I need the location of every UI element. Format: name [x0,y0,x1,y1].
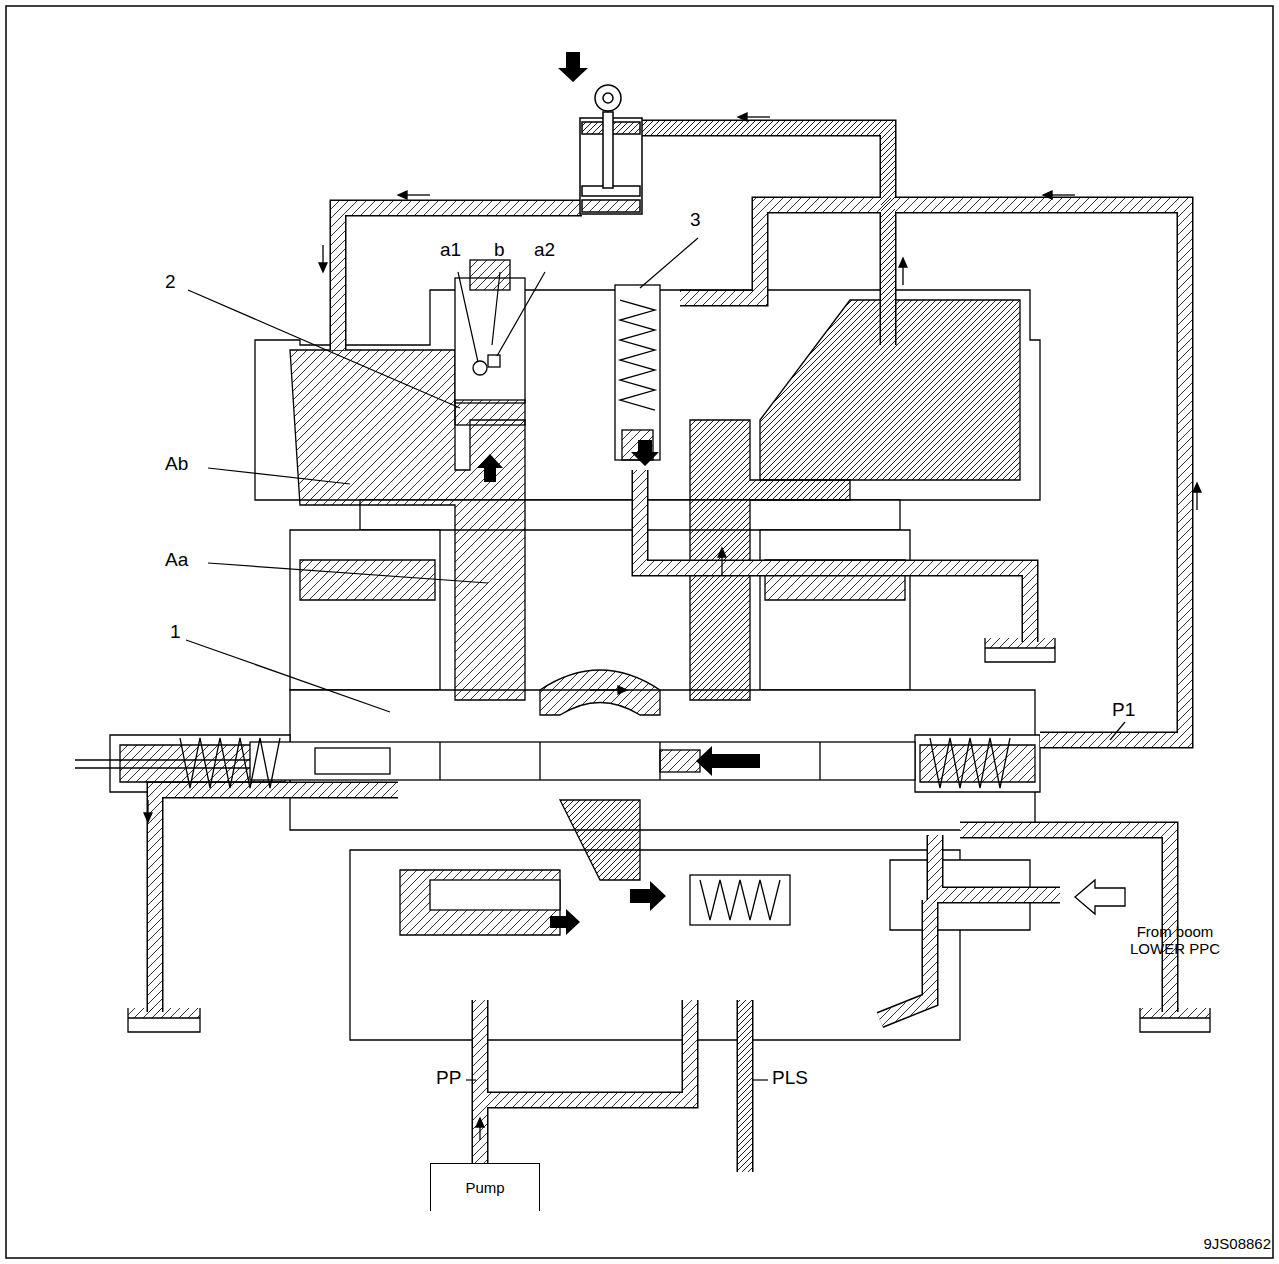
part-label: P1 [1112,700,1135,721]
part-label: 3 [690,210,701,231]
part-label: PP [436,1068,461,1089]
part-label: Aa [165,550,188,571]
node-text: Pump [465,1179,504,1196]
part-label: 9JS08862 [1203,1236,1271,1253]
part-label: PLS [772,1068,808,1089]
part-label: 1 [170,622,181,643]
part-label: From boom LOWER PPC [1125,924,1225,957]
part-label: a2 [534,240,555,261]
pump-box: Pump [430,1163,540,1211]
part-label: 2 [165,272,176,293]
part-label: a1 [440,240,461,261]
part-label: b [494,240,505,261]
part-label: Ab [165,454,188,475]
